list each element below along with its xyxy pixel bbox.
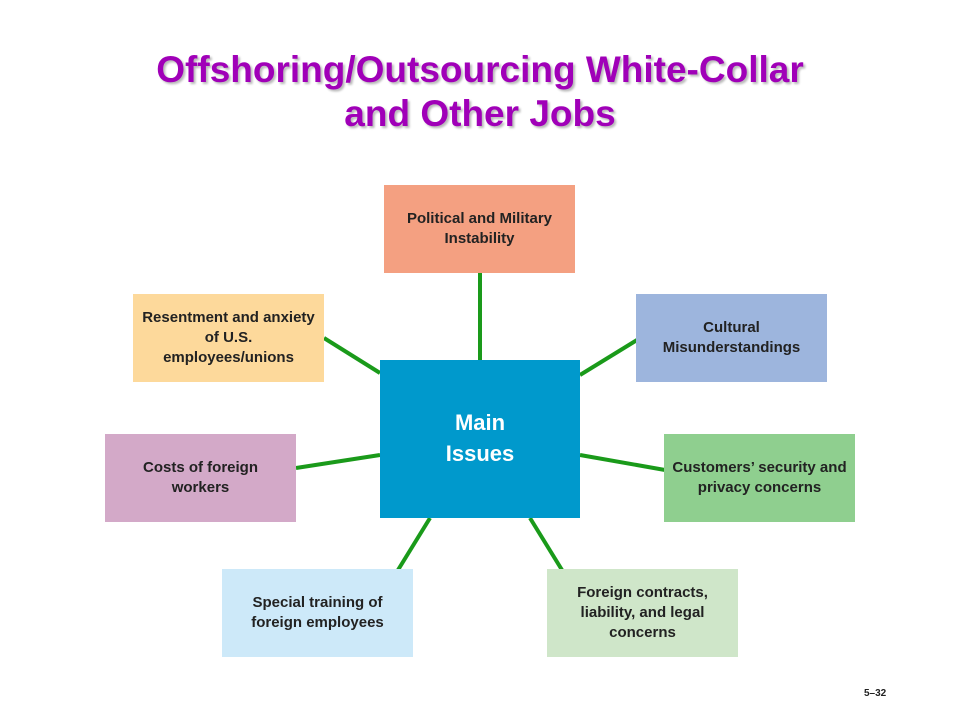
issue-foreign-worker-costs: Costs of foreign workers <box>105 434 296 522</box>
slide-number: 5–32 <box>864 688 887 699</box>
connector-resentment <box>322 336 382 375</box>
issue-customer-privacy: Customers’ security and privacy concerns <box>664 434 855 522</box>
issue-foreign-contracts: Foreign contracts, liability, and legal … <box>547 569 738 657</box>
connector-costs <box>295 453 381 470</box>
slide-title: Offshoring/Outsourcing White-Collar and … <box>80 48 880 137</box>
issue-employee-resentment: Resentment and anxiety of U.S. employees… <box>133 294 324 382</box>
issue-label: Special training of foreign employees <box>251 593 384 631</box>
issue-special-training: Special training of foreign employees <box>222 569 413 657</box>
slide-title-line1: Offshoring/Outsourcing White-Collar <box>156 49 804 90</box>
issue-cultural-misunderstandings: Cultural Misunderstandings <box>636 294 827 382</box>
issue-label: Customers’ security and privacy concerns <box>672 458 847 496</box>
issue-label: Foreign contracts, liability, and legal … <box>577 583 708 642</box>
main-issues-hub: Main Issues <box>380 360 580 518</box>
issue-label: Resentment and anxiety of U.S. employees… <box>142 308 315 367</box>
issue-political-instability: Political and Military Instability <box>384 185 575 273</box>
issue-label: Cultural Misunderstandings <box>662 318 801 356</box>
connector-cultural <box>578 338 639 377</box>
main-issues-label: Main Issues <box>445 410 515 466</box>
connector-training <box>396 516 432 572</box>
connector-contracts <box>528 516 564 572</box>
connector-customers <box>579 453 666 472</box>
issue-label: Political and Military Instability <box>406 209 553 247</box>
issue-label: Costs of foreign workers <box>143 458 258 496</box>
slide-title-line2: and Other Jobs <box>344 93 616 135</box>
